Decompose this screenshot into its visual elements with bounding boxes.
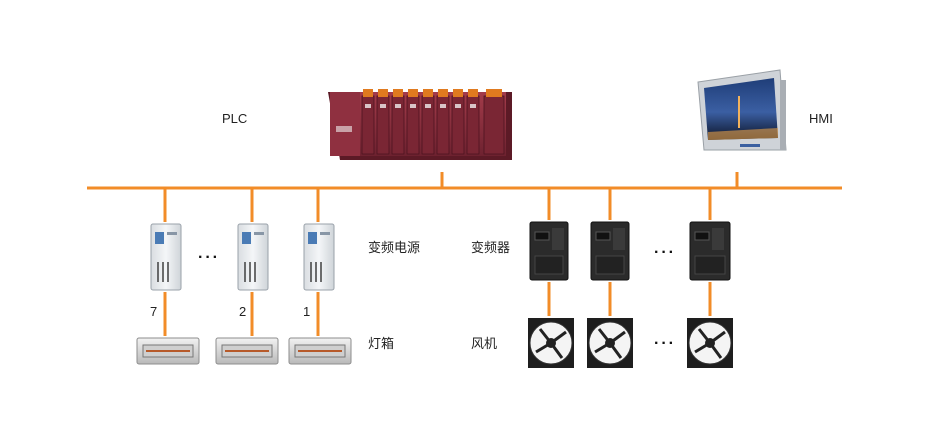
vf-power-supply-2 (237, 223, 269, 291)
fan-2 (587, 318, 633, 368)
vf-power-label: 变频电源 (368, 240, 421, 255)
ellipsis-inverters: ··· (654, 244, 676, 261)
ellipsis-supplies: ··· (198, 249, 220, 266)
inverter-label: 变频器 (471, 240, 511, 255)
light-box-1 (288, 337, 352, 365)
channel-number-2: 2 (239, 304, 247, 319)
ellipsis-fans: ··· (654, 335, 676, 352)
inverter-2 (590, 221, 630, 281)
channel-number-7: 7 (150, 304, 158, 319)
plc-label: PLC (222, 111, 248, 126)
vf-power-supply-1 (303, 223, 335, 291)
inverter-3 (689, 221, 731, 281)
channel-number-1: 1 (303, 304, 311, 319)
bus-line (87, 172, 842, 336)
fan-3 (687, 318, 733, 368)
vf-power-supply-7 (150, 223, 182, 291)
hmi-label: HMI (809, 111, 833, 126)
light-box-2 (215, 337, 279, 365)
fan-label: 风机 (471, 336, 498, 351)
light-box-label: 灯箱 (368, 336, 395, 351)
light-box-7 (136, 337, 200, 365)
inverter-1 (529, 221, 569, 281)
fan-1 (528, 318, 574, 368)
hmi-device (697, 69, 787, 151)
plc-device (328, 89, 512, 160)
